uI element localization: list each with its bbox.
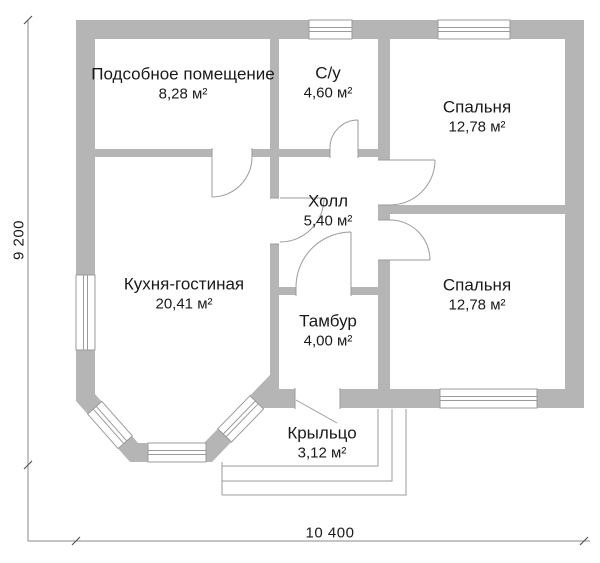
window-top-bedroom1 xyxy=(437,19,511,40)
door-gap-bedroom2 xyxy=(378,220,390,260)
door-gap-bathroom xyxy=(330,148,358,158)
dimension-height-label: 9 200 xyxy=(10,219,28,261)
door-bathroom xyxy=(329,119,359,149)
room-name: Спальня xyxy=(442,275,512,295)
room-utility xyxy=(95,39,270,149)
door-bedroom2 xyxy=(389,219,431,261)
room-label-bathroom: С/у 4,60 м² xyxy=(304,63,353,104)
door-utility xyxy=(211,156,253,198)
room-area: 5,40 м² xyxy=(303,212,353,230)
room-bedroom2 xyxy=(390,214,565,389)
room-area: 4,00 м² xyxy=(303,332,353,350)
room-area: 8,28 м² xyxy=(158,85,208,103)
door-vestibule xyxy=(295,231,352,288)
room-bedroom1 xyxy=(390,39,565,205)
room-name: Кухня-гостиная xyxy=(123,274,245,294)
door-gap-kitchen xyxy=(270,198,279,244)
room-area: 20,41 м² xyxy=(155,295,213,313)
room-label-hall: Холл 5,40 м² xyxy=(304,191,353,232)
room-label-bedroom2: Спальня 12,78 м² xyxy=(443,275,511,316)
room-label-porch: Крыльцо 3,12 м² xyxy=(287,423,356,464)
window-bay-right xyxy=(217,395,265,443)
door-bedroom1 xyxy=(389,159,436,206)
room-name: Тамбур xyxy=(299,311,357,331)
room-area: 3,12 м² xyxy=(297,444,347,462)
dimension-width-label: 10 400 xyxy=(305,524,355,542)
door-kitchen xyxy=(279,197,325,243)
window-left-kitchen xyxy=(75,274,96,351)
window-bay-bottom xyxy=(147,442,207,463)
room-bathroom xyxy=(279,39,378,149)
room-label-bedroom1: Спальня 12,78 м² xyxy=(443,97,511,138)
room-name: С/у xyxy=(315,63,341,83)
dimension-ticks xyxy=(23,15,589,546)
room-hall xyxy=(279,157,378,287)
room-area: 12,78 м² xyxy=(448,118,506,136)
room-vestibule xyxy=(279,295,378,389)
room-name: Холл xyxy=(307,191,349,211)
room-label-vestibule: Тамбур 4,00 м² xyxy=(299,311,357,352)
porch-steps xyxy=(221,409,407,496)
window-top-bathroom xyxy=(308,19,353,40)
room-name: Подсобное помещение xyxy=(91,64,275,84)
room-label-utility: Подсобное помещение 8,28 м² xyxy=(91,64,275,105)
room-kitchen xyxy=(95,157,270,443)
room-area: 12,78 м² xyxy=(448,296,506,314)
door-gap-bedroom1 xyxy=(378,160,390,205)
door-entrance-leaf xyxy=(295,399,338,424)
room-area: 4,60 м² xyxy=(303,84,353,102)
door-gap-vestibule xyxy=(296,286,351,296)
window-bay-left xyxy=(86,400,134,450)
door-jambs xyxy=(211,148,390,409)
door-gap-utility xyxy=(212,148,252,158)
room-label-kitchen: Кухня-гостиная 20,41 м² xyxy=(124,274,244,315)
door-gap-entrance xyxy=(295,388,340,409)
window-bottom-bedroom2 xyxy=(439,388,538,409)
room-name: Спальня xyxy=(442,97,512,117)
room-name: Крыльцо xyxy=(287,423,357,443)
